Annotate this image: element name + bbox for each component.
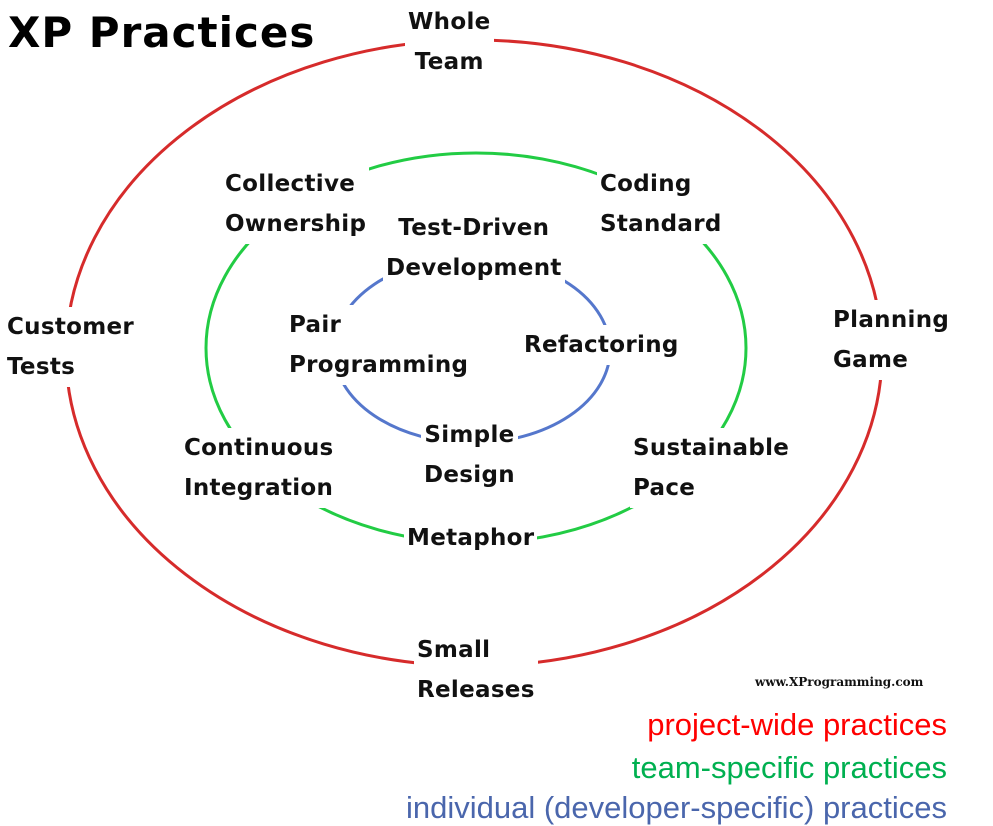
practice-collective-ownership: Collective Ownership: [222, 164, 370, 244]
practice-coding-standard: Coding Standard: [597, 164, 725, 244]
practice-sustainable-pace: Sustainable Pace: [630, 428, 793, 508]
practice-test-driven-development: Test-Driven Development: [383, 208, 565, 288]
practice-whole-team: Whole Team: [405, 2, 494, 82]
diagram-title: XP Practices: [8, 8, 316, 57]
label-line: Tests: [7, 354, 76, 380]
label-line: Test-Driven: [398, 215, 550, 241]
practice-pair-programming: Pair Programming: [286, 305, 472, 385]
practice-metaphor: Metaphor: [404, 518, 538, 558]
label-line: Releases: [417, 677, 535, 703]
label-line: Refactoring: [524, 332, 679, 358]
practice-customer-tests: Customer Tests: [4, 307, 138, 387]
label-line: Continuous: [184, 435, 334, 461]
practice-small-releases: Small Releases: [414, 630, 538, 710]
label-line: Simple: [424, 422, 515, 448]
label-line: Standard: [600, 211, 722, 237]
practice-planning-game: Planning Game: [830, 300, 953, 380]
label-line: Collective: [225, 171, 356, 197]
label-line: Planning: [833, 307, 950, 333]
label-line: Integration: [184, 475, 334, 501]
label-line: Customer: [7, 314, 135, 340]
label-line: Programming: [289, 352, 469, 378]
legend-team-specific: team-specific practices: [631, 750, 947, 785]
label-line: Small: [417, 637, 491, 663]
label-line: Pace: [633, 475, 696, 501]
legend-individual: individual (developer-specific) practice…: [405, 790, 947, 825]
legend-project-wide: project-wide practices: [647, 707, 947, 742]
outer-ring-project: [64, 38, 884, 668]
label-line: Coding: [600, 171, 692, 197]
practice-refactoring: Refactoring: [521, 325, 682, 365]
label-line: Design: [424, 462, 515, 488]
watermark: www.XProgramming.com: [755, 675, 924, 689]
label-line: Game: [833, 347, 909, 373]
label-line: Sustainable: [633, 435, 790, 461]
label-line: Metaphor: [407, 525, 535, 551]
label-line: Ownership: [225, 211, 367, 237]
label-line: Team: [414, 49, 484, 75]
label-line: Pair: [289, 312, 342, 338]
practice-continuous-integration: Continuous Integration: [181, 428, 337, 508]
label-line: Development: [386, 255, 562, 281]
label-line: Whole: [408, 9, 491, 35]
practice-simple-design: Simple Design: [421, 415, 518, 495]
